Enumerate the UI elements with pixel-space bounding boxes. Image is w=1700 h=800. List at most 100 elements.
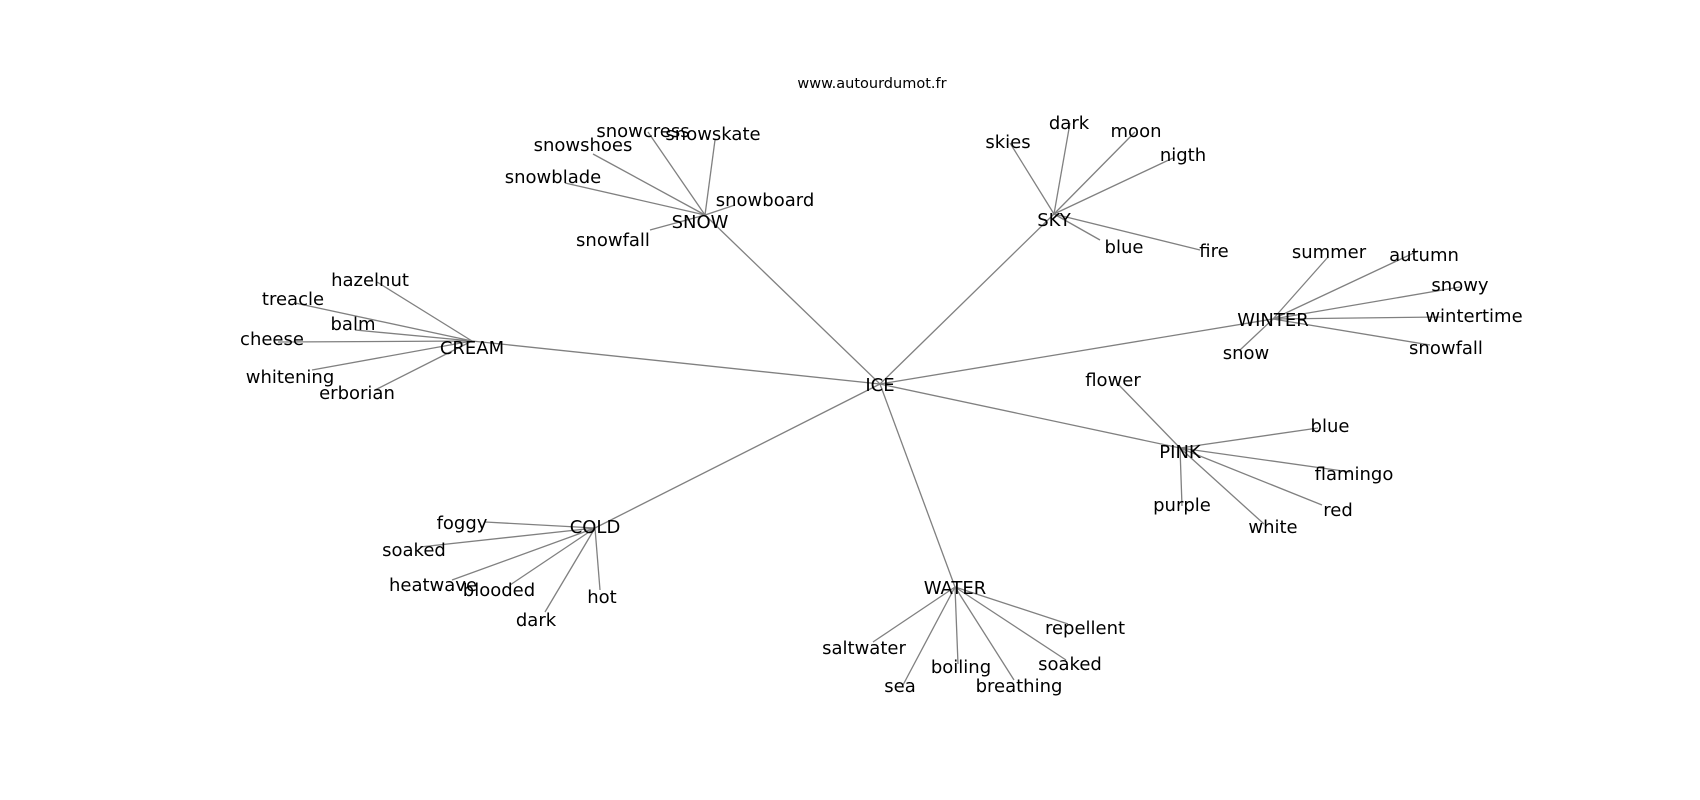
node-leaf-snow-snowfall: snowfall (576, 230, 650, 251)
edge-water-breathing (954, 586, 1015, 681)
node-leaf-sky-moon: moon (1111, 121, 1162, 142)
node-leaf-snow-snowblade: snowblade (505, 167, 601, 188)
edge-winter-summer (1272, 256, 1329, 320)
edge-ice-snow (704, 214, 881, 385)
node-leaf-sky-skies: skies (985, 132, 1030, 153)
edge-ice-water (879, 383, 956, 588)
edge-cold-soaked (419, 527, 596, 548)
edge-sky-blue (1053, 213, 1101, 241)
node-hub-winter: WINTER (1237, 310, 1308, 331)
node-leaf-snow-snowcress: snowcress (596, 121, 689, 142)
node-leaf-cream-erborian: erborian (319, 383, 395, 404)
node-leaf-water-repellent: repellent (1045, 618, 1125, 639)
edge-cold-heatwave (451, 527, 596, 581)
edge-pink-purple (1179, 447, 1183, 507)
node-leaf-pink-blue: blue (1311, 416, 1350, 437)
edge-snow-snowboard (704, 204, 736, 216)
edge-snow-snowblade (564, 182, 706, 216)
edge-winter-snowfall (1272, 318, 1431, 346)
edge-sky-fire (1053, 213, 1201, 251)
edge-pink-white (1179, 447, 1265, 525)
node-leaf-water-breathing: breathing (976, 676, 1063, 697)
edge-cold-blooded (509, 527, 596, 586)
edge-water-sea (902, 586, 956, 686)
edge-sky-skies (1009, 142, 1055, 215)
edge-ice-cream (471, 340, 881, 385)
edge-water-repellent (954, 586, 1069, 625)
node-leaf-pink-purple: purple (1153, 495, 1211, 516)
node-leaf-water-saltwater: saltwater (822, 638, 906, 659)
node-leaf-sky-blue: blue (1105, 237, 1144, 258)
node-leaf-cold-dark: dark (516, 610, 557, 631)
edge-cold-dark (544, 527, 596, 613)
edge-cream-balm (354, 329, 473, 342)
node-leaf-sky-fire: fire (1199, 241, 1228, 262)
node-leaf-pink-flower: flower (1085, 370, 1141, 391)
node-leaf-winter-snow: snow (1223, 343, 1270, 364)
node-leaf-sky-nigth: nigth (1160, 145, 1206, 166)
edge-winter-snowy (1272, 286, 1461, 320)
edge-ice-winter (879, 318, 1274, 385)
node-leaf-pink-red: red (1323, 500, 1353, 521)
node-leaf-pink-flamingo: flamingo (1315, 464, 1394, 485)
node-hub-sky: SKY (1037, 210, 1072, 231)
edge-ice-cold (594, 383, 881, 529)
node-hub-cold: COLD (570, 517, 621, 538)
node-leaf-cold-blooded: blooded (463, 580, 535, 601)
node-hub-snow: SNOW (672, 212, 729, 233)
node-leaf-water-soaked: soaked (1038, 654, 1102, 675)
edge-snow-snowcress (647, 131, 706, 216)
edge-ice-pink (879, 383, 1181, 449)
edge-cream-cheese (277, 340, 473, 343)
node-leaf-cream-treacle: treacle (262, 289, 324, 310)
node-leaf-winter-summer: summer (1292, 242, 1367, 263)
edge-sky-nigth (1053, 157, 1174, 215)
node-leaf-cold-heatwave: heatwave (389, 575, 477, 596)
node-leaf-snow-snowboard: snowboard (716, 190, 815, 211)
edge-snow-snowskate (704, 139, 716, 216)
edge-snow-snowfall (649, 214, 706, 231)
node-leaf-cold-soaked: soaked (382, 540, 446, 561)
node-hub-pink: PINK (1159, 442, 1202, 463)
node-leaf-pink-white: white (1248, 517, 1297, 538)
edge-winter-snow (1239, 318, 1274, 351)
node-leaf-cream-whitening: whitening (246, 367, 335, 388)
edge-cream-hazelnut (376, 281, 473, 342)
node-leaf-snow-snowskate: snowskate (665, 124, 760, 145)
edge-cold-hot (594, 527, 601, 591)
node-leaf-water-boiling: boiling (931, 657, 991, 678)
site-credit: www.autourdumot.fr (797, 76, 946, 92)
edge-water-saltwater (872, 586, 956, 643)
node-labels: ICESNOWsnowcresssnowskatesnowshoessnowbl… (240, 113, 1523, 697)
edge-sky-moon (1053, 131, 1136, 215)
edge-pink-flower (1116, 382, 1181, 449)
edge-water-boiling (954, 586, 959, 665)
edges (277, 122, 1461, 686)
edge-pink-blue (1179, 427, 1319, 449)
node-leaf-winter-snowfall: snowfall (1409, 338, 1483, 359)
edge-water-soaked (954, 586, 1067, 661)
node-center-ice: ICE (865, 375, 894, 396)
node-hub-cream: CREAM (440, 338, 504, 359)
edge-cream-erborian (374, 340, 473, 391)
node-leaf-cream-hazelnut: hazelnut (331, 270, 409, 291)
edge-pink-red (1179, 447, 1323, 506)
node-leaf-cream-balm: balm (331, 314, 376, 335)
node-leaf-winter-wintertime: wintertime (1425, 306, 1522, 327)
edge-sky-dark (1053, 122, 1071, 215)
edge-snow-snowshoes (592, 153, 706, 216)
edge-ice-sky (879, 213, 1055, 385)
node-leaf-winter-snowy: snowy (1431, 275, 1489, 296)
node-leaf-winter-autumn: autumn (1389, 245, 1459, 266)
edge-winter-wintertime (1272, 316, 1443, 320)
edge-cream-whitening (311, 340, 473, 371)
node-leaf-water-sea: sea (884, 676, 915, 697)
edge-winter-autumn (1272, 250, 1419, 320)
node-leaf-snow-snowshoes: snowshoes (534, 135, 633, 156)
node-leaf-cold-hot: hot (587, 587, 616, 608)
edge-pink-flamingo (1179, 447, 1351, 473)
edge-cold-foggy (484, 521, 596, 529)
edge-cream-treacle (294, 302, 473, 342)
node-leaf-sky-dark: dark (1049, 113, 1090, 134)
